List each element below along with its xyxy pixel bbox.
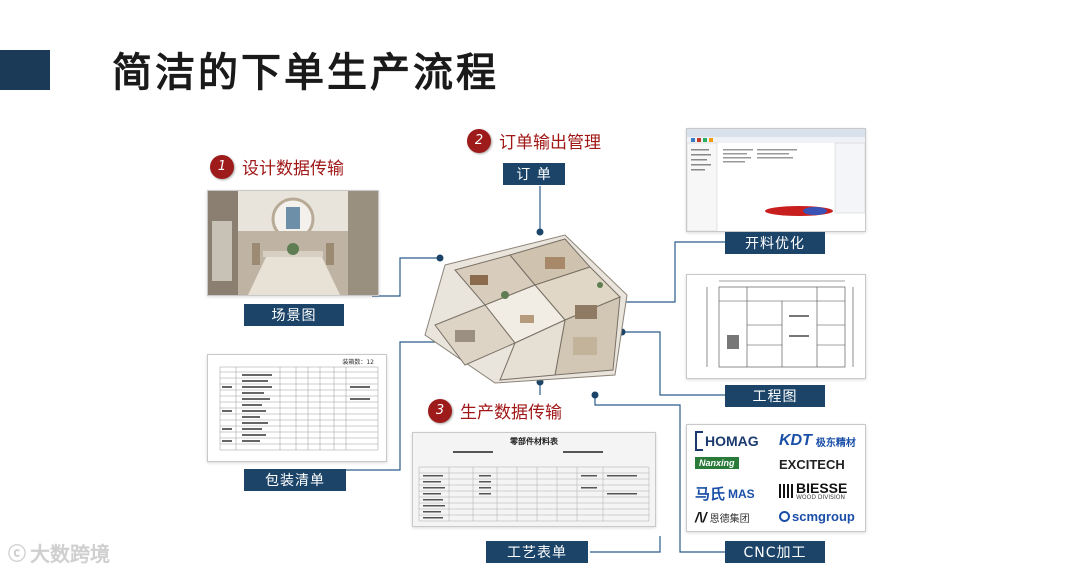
step-2: 2 订单输出管理 xyxy=(467,128,601,153)
nanxing-logo-text: Nanxing xyxy=(695,457,739,469)
label-cutting: 开料优化 xyxy=(725,232,825,254)
step-2-text: 订单输出管理 xyxy=(499,128,601,153)
scene-image xyxy=(207,190,379,296)
kdt-logo-cn: 极东精材 xyxy=(816,434,856,449)
label-drawing: 工程图 xyxy=(725,385,825,407)
floor-plan-render xyxy=(415,225,630,385)
homag-logo: HOMAG xyxy=(695,431,759,451)
biesse-logo-sub: WOOD DIVISION xyxy=(796,495,847,501)
label-cnc: CNC加工 xyxy=(725,541,825,563)
floor-plan-3d-image xyxy=(415,225,630,385)
step-1-number: 1 xyxy=(210,155,234,179)
scm-logo-text: scmgroup xyxy=(792,509,855,524)
engineering-drawing xyxy=(686,274,866,379)
process-sheet-title: 零部件材料表 xyxy=(413,436,655,447)
excitech-logo: EXCITECH xyxy=(779,457,845,472)
biesse-logo-text: BIESSE xyxy=(796,481,847,495)
label-process: 工艺表单 xyxy=(486,541,588,563)
masi-logo: 马氏 MAS xyxy=(695,483,755,504)
homag-logo-text: HOMAG xyxy=(705,433,759,449)
kdt-logo: KDT 极东精材 xyxy=(779,432,856,450)
step-2-number: 2 xyxy=(467,129,491,153)
step-3: 3 生产数据传输 xyxy=(428,398,562,423)
ende-mark-icon: /\/ xyxy=(695,509,707,525)
label-scene: 场景图 xyxy=(244,304,344,326)
ende-logo: /\/ 恩德集团 xyxy=(695,509,750,525)
label-order: 订 单 xyxy=(503,163,565,185)
biesse-logo: BIESSE WOOD DIVISION xyxy=(779,481,847,501)
process-table-graphic xyxy=(413,447,655,527)
step-3-text: 生产数据传输 xyxy=(460,398,562,423)
kdt-logo-text: KDT xyxy=(779,432,812,450)
step-1: 1 设计数据传输 xyxy=(210,154,344,179)
connector-process-out xyxy=(590,536,660,552)
process-sheet: 零部件材料表 xyxy=(412,432,656,527)
software-window-graphic xyxy=(687,129,865,231)
packing-sheet-header: 装箱数：12 xyxy=(342,357,374,366)
interior-render-image xyxy=(208,191,378,295)
packing-list-sheet: 装箱数：12 xyxy=(207,354,387,462)
ende-logo-text: 恩德集团 xyxy=(710,510,750,525)
cnc-logos-panel: HOMAG KDT 极东精材 Nanxing EXCITECH 马氏 MAS B… xyxy=(686,424,866,532)
cutting-optimization-screenshot xyxy=(686,128,866,232)
step-1-text: 设计数据传输 xyxy=(242,154,344,179)
cabinet-elevation-drawing xyxy=(687,275,865,378)
scm-mark-icon xyxy=(779,511,790,522)
masi-logo-text: MAS xyxy=(728,487,755,501)
watermark: ⓒ 大数跨境 xyxy=(8,538,110,567)
watermark-text: 大数跨境 xyxy=(30,538,110,567)
nanxing-logo: Nanxing xyxy=(695,457,739,469)
scm-logo: scmgroup xyxy=(779,509,855,524)
label-packing: 包装清单 xyxy=(244,469,346,491)
packing-table-graphic xyxy=(208,355,386,461)
masi-logo-cn: 马氏 xyxy=(695,483,725,504)
watermark-icon: ⓒ xyxy=(8,540,26,566)
biesse-mark-icon xyxy=(779,484,793,498)
step-3-number: 3 xyxy=(428,399,452,423)
